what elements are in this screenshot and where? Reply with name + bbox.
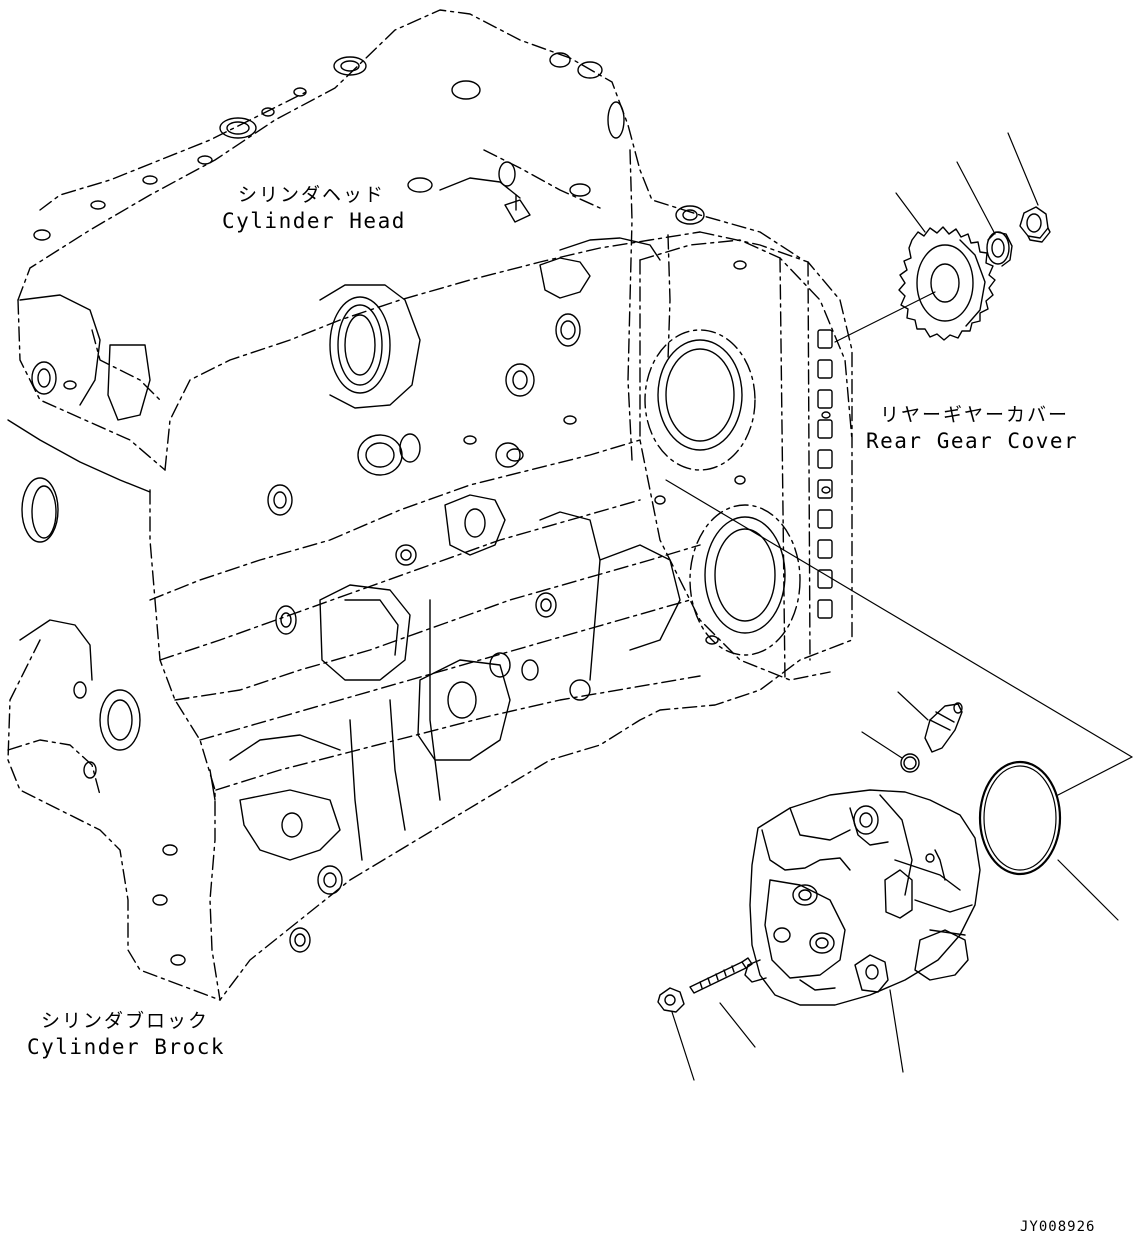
washer <box>986 231 1013 267</box>
rear-gear-cover-details <box>654 260 833 645</box>
cylinder-block-details <box>19 284 681 966</box>
rear-gear-cover-outline <box>639 239 853 681</box>
cylinder-head-label-en: Cylinder Head <box>222 209 406 233</box>
fuel-supply-pump <box>744 789 981 1006</box>
rear-gear-cover-label: リヤーギヤーカバー Rear Gear Cover <box>866 406 1078 452</box>
nut <box>1019 206 1051 243</box>
rear-gear-cover-label-en: Rear Gear Cover <box>866 429 1079 453</box>
hex-nut <box>657 987 685 1013</box>
cylinder-head-label: シリンダヘッド Cylinder Head <box>222 186 406 232</box>
stud-bolt <box>689 957 753 994</box>
cylinder-block-label: シリンダブロック Cylinder Brock <box>27 1012 225 1058</box>
cylinder-head-outline <box>17 9 801 471</box>
cylinder-head-label-jp: シリンダヘッド <box>238 184 386 206</box>
o-ring <box>978 760 1062 876</box>
cylinder-head-details <box>7 52 705 493</box>
rear-gear-cover-label-jp: リヤーギヤーカバー <box>880 404 1070 426</box>
leader-lines <box>665 132 1133 1081</box>
sensor-fitting <box>900 702 963 773</box>
cylinder-block-outline <box>7 149 853 1001</box>
cylinder-block-label-jp: シリンダブロック <box>41 1010 210 1032</box>
cylinder-block-label-en: Cylinder Brock <box>27 1035 226 1059</box>
document-id: JY008926 <box>1020 1219 1096 1235</box>
idler-gear <box>898 226 996 341</box>
